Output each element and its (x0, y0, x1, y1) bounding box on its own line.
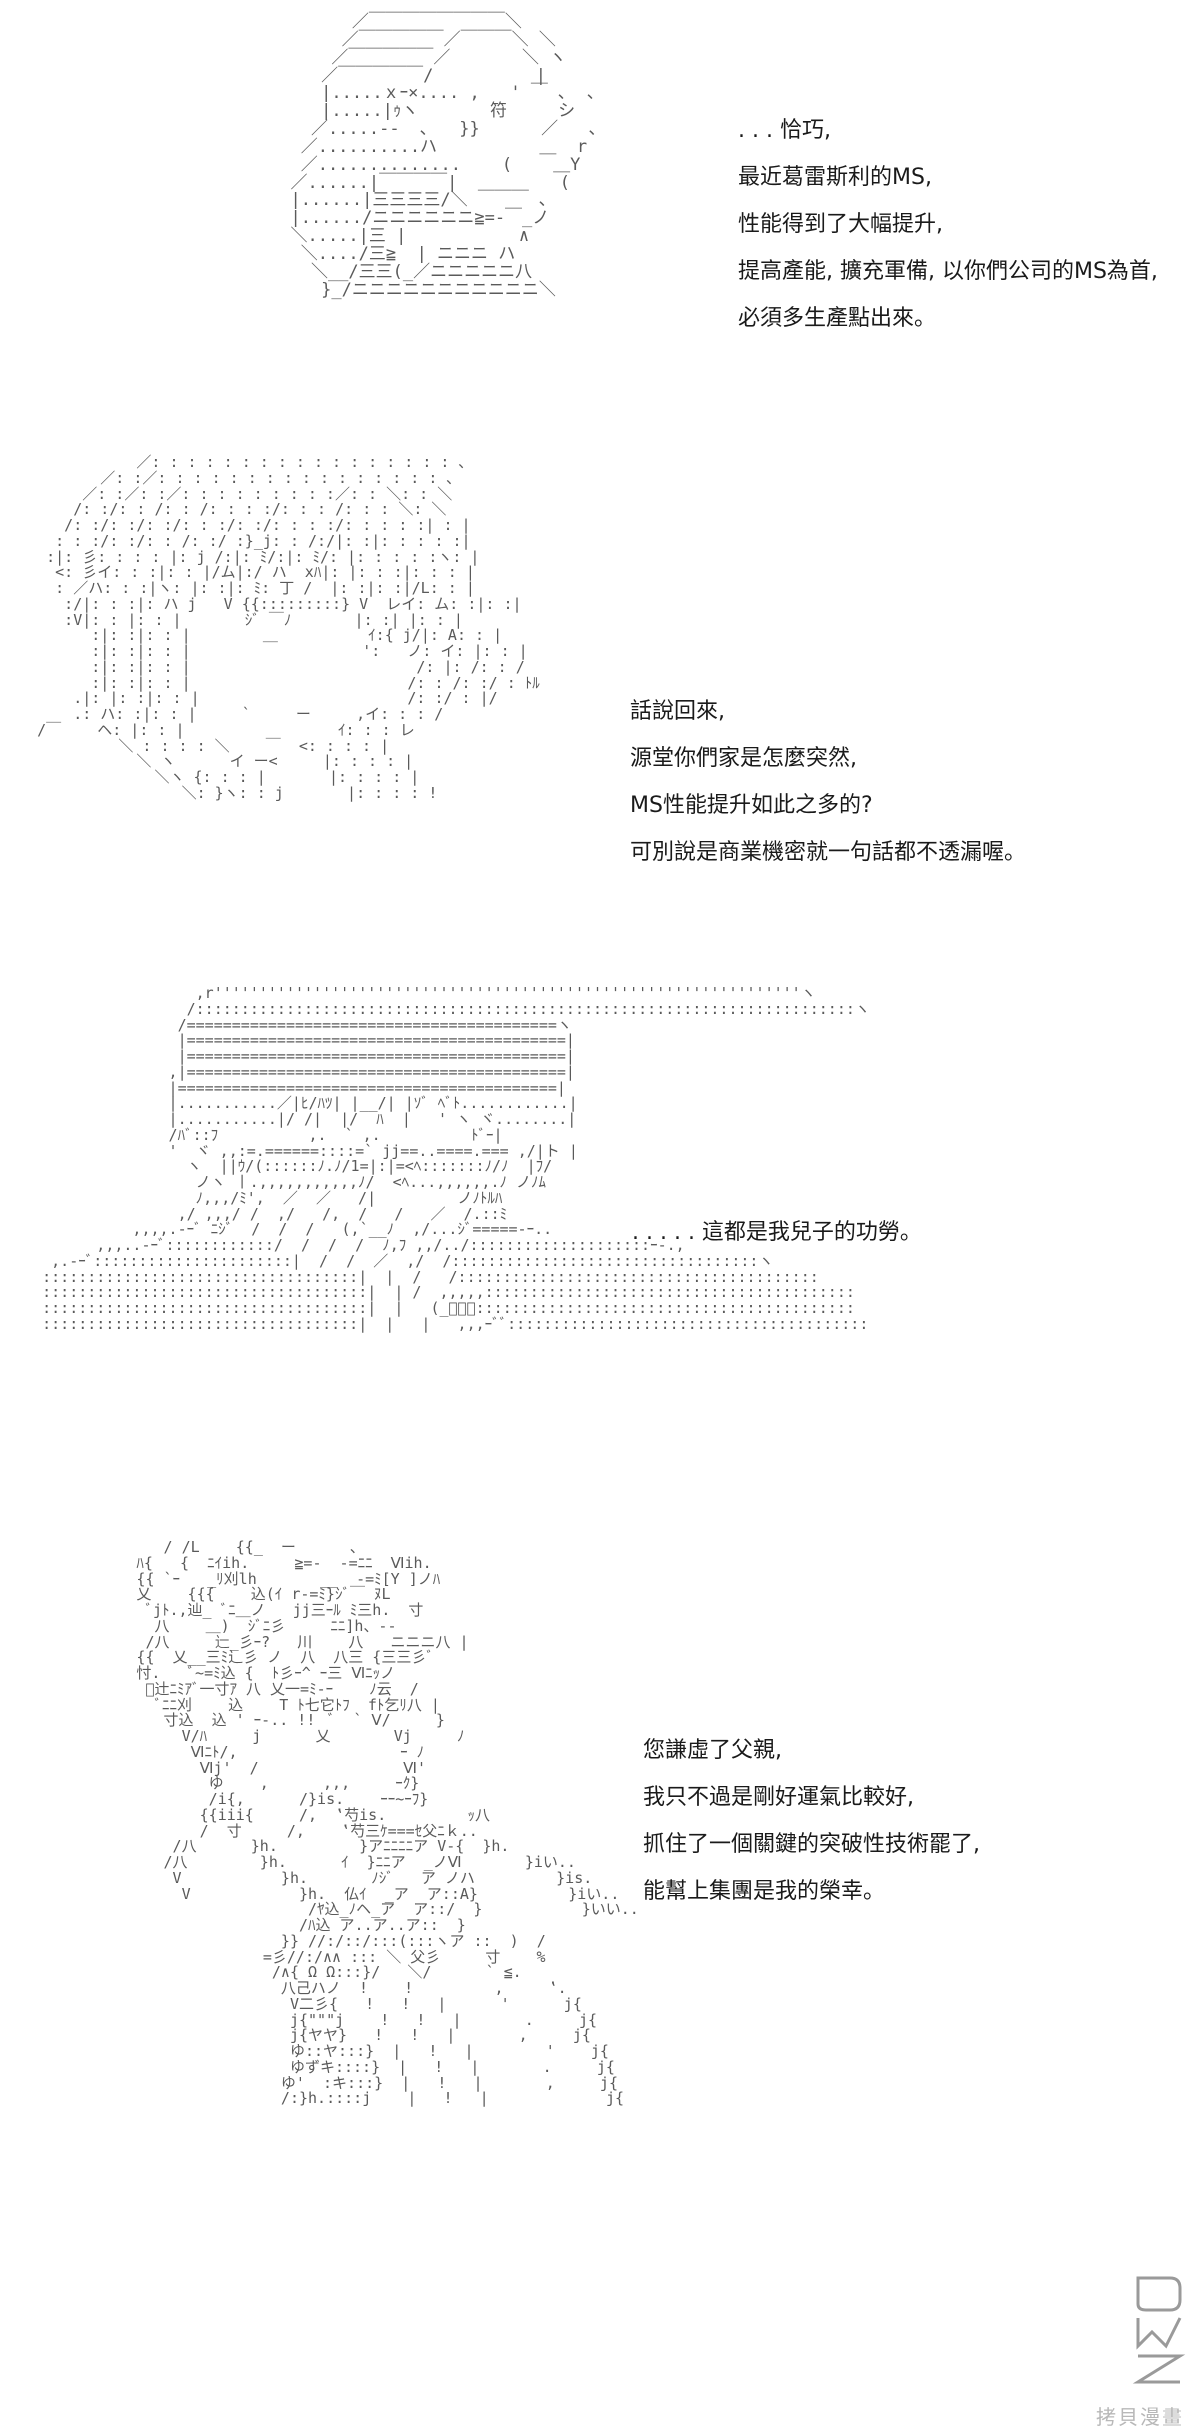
ascii-art-boy: / /L {{_ ー ､ ﾊ{ { ﾆｲih. ≧=- -=ﾆﾆ Ⅵih. {{… (136, 1538, 639, 2108)
dialogue-panel-4: 您謙虛了父親, 我只不過是剛好運氣比較好, 抓住了一個關鍵的突破性技術罷了, 能… (643, 1727, 980, 1915)
dialogue-panel-3: . . . . . 這都是我兒子的功勞。 (632, 1209, 922, 1256)
panel-3: ,r''''''''''''''''''''''''''''''''''''''… (0, 980, 1200, 1500)
dialogue-line: . . . 恰巧, (738, 118, 831, 143)
dialogue-line: 您謙虛了父親, (643, 1738, 782, 1763)
dialogue-panel-1: . . . 恰巧, 最近葛雷斯利的MS, 性能得到了大幅提升, 提高產能, 擴充… (738, 107, 1158, 342)
dialogue-line: 我只不過是剛好運氣比較好, (643, 1785, 914, 1810)
dialogue-line: 抓住了一個關鍵的突破性技術罷了, (643, 1832, 980, 1857)
panel-1: ／￣￣￣￣￣￣￣￣＼ ／￣￣￣￣￣／￣￣￣＼ ＼ ／￣￣￣￣￣／ ＼ ヽ ／￣￣… (0, 0, 1200, 440)
dialogue-line: MS性能提升如此之多的? (630, 793, 873, 818)
ascii-art-girl: ／: : : : : : : : : : : : : : : : : ､ ／: … (37, 453, 540, 802)
watermark-text: 拷貝漫畫 (1096, 2405, 1184, 2429)
dialogue-line: 提高產能, 擴充軍備, 以你們公司的MS為首, (738, 259, 1158, 284)
dialogue-line: 性能得到了大幅提升, (738, 212, 943, 237)
dialogue-line: 可別說是商業機密就一句話都不透漏喔。 (630, 840, 1027, 865)
dialogue-line: 必須多生產點出來。 (738, 306, 937, 331)
dialogue-line: . . . . . 這都是我兒子的功勞。 (632, 1220, 922, 1245)
dialogue-line: 源堂你們家是怎麼突然, (630, 746, 857, 771)
ascii-art-man-glasses: ,r''''''''''''''''''''''''''''''''''''''… (42, 984, 870, 1333)
panel-4: / /L {{_ ー ､ ﾊ{ { ﾆｲih. ≧=- -=ﾆﾆ Ⅵih. {{… (0, 1500, 1200, 2436)
dmzj-watermark-logo (1132, 2276, 1186, 2384)
dialogue-line: 最近葛雷斯利的MS, (738, 165, 932, 190)
dialogue-line: 能幫上集團是我的榮幸。 (643, 1879, 886, 1904)
ascii-art-woman: ／￣￣￣￣￣￣￣￣＼ ／￣￣￣￣￣／￣￣￣＼ ＼ ／￣￣￣￣￣／ ＼ ヽ ／￣￣… (290, 12, 598, 300)
dialogue-line: 話說回來, (630, 699, 725, 724)
panel-2: ／: : : : : : : : : : : : : : : : : ､ ／: … (0, 440, 1200, 980)
dialogue-panel-2: 話說回來, 源堂你們家是怎麼突然, MS性能提升如此之多的? 可別說是商業機密就… (630, 688, 1026, 876)
